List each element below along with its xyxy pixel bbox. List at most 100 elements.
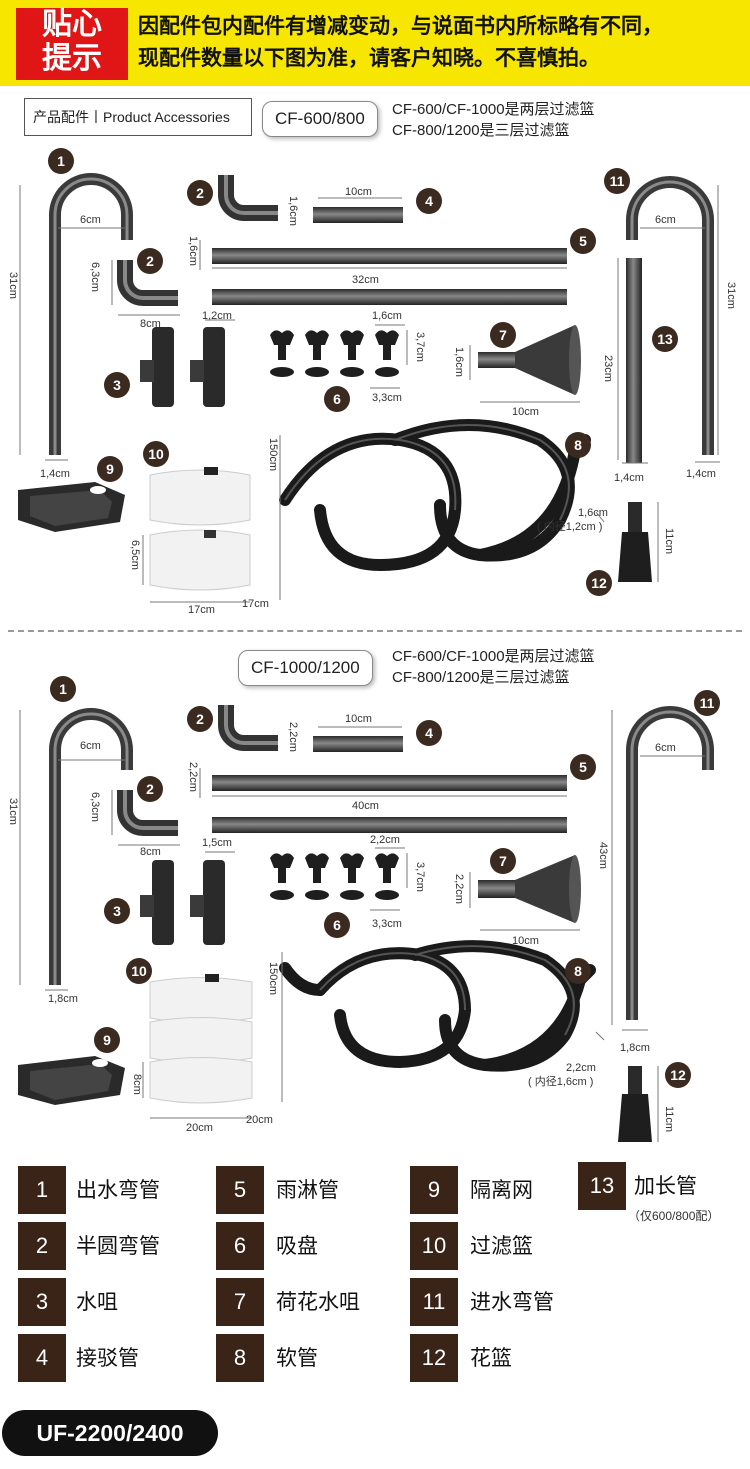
dim-label: 2,2cm <box>370 834 400 846</box>
section1-note1: CF-600/CF-1000是两层过滤篮 <box>392 101 595 118</box>
filter-baskets <box>149 467 251 591</box>
part-number-10: 10 <box>126 958 152 984</box>
connector-pipe <box>313 736 403 752</box>
dim-label: 6,3cm <box>89 262 101 292</box>
legend-label: 软管 <box>276 1346 318 1370</box>
dim-label: 2,2cm <box>453 874 465 904</box>
dim-label: 10cm <box>345 186 372 198</box>
suction-cups <box>270 330 399 377</box>
dim-label: 31cm <box>7 272 19 299</box>
dim-label: 1,4cm <box>40 468 70 480</box>
water-valve-right <box>190 860 225 945</box>
legend-label: 接驳管 <box>76 1346 139 1370</box>
part-number-2: 2 <box>137 248 163 274</box>
dim-label: 1,6cm <box>287 196 299 226</box>
part-number-11: 11 <box>694 690 720 716</box>
legend-number: 13 <box>578 1162 626 1210</box>
legend-note: （仅600/800配） <box>628 1209 720 1223</box>
part-number-7: 7 <box>490 322 516 348</box>
part-number-1: 1 <box>48 148 74 174</box>
accessories-label: 产品配件丨Product Accessories <box>24 98 252 136</box>
legend-number: 4 <box>18 1334 66 1382</box>
part-number-1: 1 <box>50 676 76 702</box>
dim-label: 11cm <box>663 1106 675 1133</box>
dim-label: 8cm <box>140 846 161 858</box>
dim-label: 6,5cm <box>129 540 141 570</box>
legend-label: 雨淋管 <box>276 1178 339 1202</box>
connector-pipe <box>313 207 403 223</box>
section-divider <box>8 630 742 632</box>
spray-bar-1 <box>212 775 567 791</box>
part-number-4: 4 <box>416 720 442 746</box>
model-label-1: CF-600/800 <box>262 101 378 137</box>
bottom-model-tag: UF-2200/2400 <box>2 1410 218 1456</box>
part-number-6: 6 <box>324 912 350 938</box>
part-number-8: 8 <box>565 432 591 458</box>
dim-label: 3,7cm <box>414 862 426 892</box>
part-number-13: 13 <box>652 326 678 352</box>
extension-pipe <box>626 258 642 463</box>
legend-label: 进水弯管 <box>470 1290 554 1314</box>
suction-cups <box>270 853 399 900</box>
part-number-12: 12 <box>586 570 612 596</box>
part-number-3: 3 <box>104 372 130 398</box>
part-number-2: 2 <box>187 706 213 732</box>
notice-badge-line2: 提示 <box>42 41 102 76</box>
dim-label: 6cm <box>80 214 101 226</box>
dim-label: 1,4cm <box>614 472 644 484</box>
dim-label: 17cm <box>242 598 269 610</box>
inlet-bend-pipe <box>626 176 714 455</box>
notice-text: 因配件包内配件有增减变动，与说面书内所标略有不同， 现配件数量以下图为准，请客户… <box>138 10 743 74</box>
dim-label: 1,8cm <box>620 1042 650 1054</box>
legend-number: 2 <box>18 1222 66 1270</box>
dim-label: 32cm <box>352 274 379 286</box>
outlet-bend-pipe <box>49 173 133 455</box>
part-number-12: 12 <box>665 1062 691 1088</box>
strainer-basket <box>618 1066 652 1142</box>
lotus-nozzle <box>478 325 581 395</box>
part-number-6: 6 <box>324 386 350 412</box>
legend-label: 出水弯管 <box>76 1178 160 1202</box>
part-number-5: 5 <box>570 228 596 254</box>
half-bend-pipe <box>117 790 178 836</box>
model-label-2: CF-1000/1200 <box>238 650 373 686</box>
part-number-7: 7 <box>490 848 516 874</box>
dim-label: 1,4cm <box>686 468 716 480</box>
isolation-net <box>18 482 125 532</box>
half-bend-pipe-small <box>218 175 278 221</box>
inlet-bend-pipe <box>626 706 714 1020</box>
dim-label: 43cm <box>597 842 609 869</box>
strainer-basket <box>618 502 652 582</box>
dim-label: 3,3cm <box>372 392 402 404</box>
dim-label: 17cm <box>188 604 215 616</box>
dim-label: 40cm <box>352 800 379 812</box>
dim-label: 31cm <box>7 798 19 825</box>
hose-coil <box>279 419 591 572</box>
water-valve-left <box>140 860 174 945</box>
notice-badge: 贴心 提示 <box>16 8 128 80</box>
legend-label: 过滤篮 <box>470 1234 533 1258</box>
dim-label: 150cm <box>267 438 279 472</box>
dim-label: 1,6cm <box>187 236 199 266</box>
part-number-10: 10 <box>143 441 169 467</box>
legend-number: 3 <box>18 1278 66 1326</box>
part-number-9: 9 <box>97 456 123 482</box>
section2-parts-illustration <box>18 705 714 1142</box>
dim-label: 10cm <box>345 713 372 725</box>
water-valve-right <box>190 327 225 407</box>
half-bend-pipe-small <box>218 705 278 751</box>
dim-label: 11cm <box>663 528 675 555</box>
section1-note2: CF-800/1200是三层过滤篮 <box>392 122 570 139</box>
dim-label: 1,6cm <box>578 507 608 519</box>
part-number-3: 3 <box>104 898 130 924</box>
half-bend-pipe <box>117 260 178 306</box>
part-number-11: 11 <box>604 168 630 194</box>
legend-number: 5 <box>216 1166 264 1214</box>
dim-label: 1,8cm <box>48 993 78 1005</box>
legend-number: 10 <box>410 1222 458 1270</box>
dim-label: 6cm <box>80 740 101 752</box>
dim-label: 10cm <box>512 406 539 418</box>
dim-label: 8cm <box>131 1074 143 1095</box>
part-number-2: 2 <box>187 180 213 206</box>
section2-note2: CF-800/1200是三层过滤篮 <box>392 669 570 686</box>
